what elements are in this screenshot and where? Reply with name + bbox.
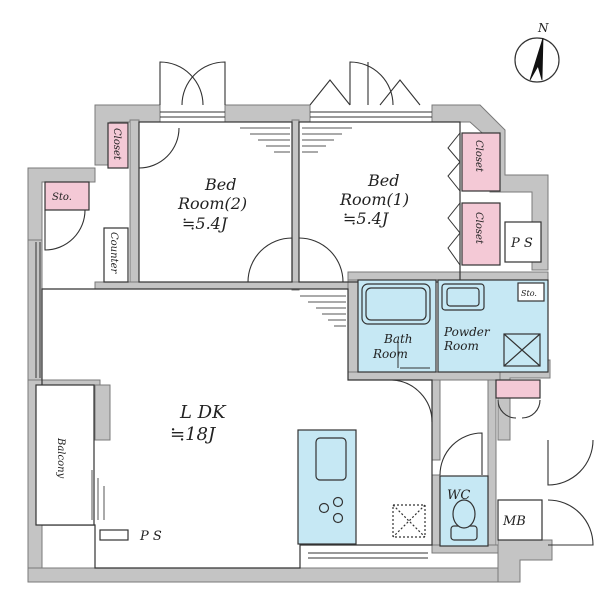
mb-label: MB xyxy=(502,514,526,529)
wall-wc-left xyxy=(431,474,441,551)
washbasin xyxy=(441,283,485,311)
counter xyxy=(103,227,129,283)
washbasin-inner xyxy=(446,287,480,307)
ps-right-box xyxy=(504,221,542,263)
closet-bed1-bottom-label: Closet xyxy=(473,212,484,245)
wall-bottom xyxy=(27,567,501,583)
fridge-space xyxy=(392,504,426,538)
bed-room-1-label-2: Room(1) xyxy=(339,190,409,209)
mb-box xyxy=(497,499,543,541)
door-wc xyxy=(439,432,483,476)
wall-wc-right xyxy=(487,379,497,551)
wall-pillar-lower xyxy=(94,384,111,441)
washer-drain xyxy=(503,333,541,367)
powder-room xyxy=(437,279,549,373)
stove-burner-1 xyxy=(318,502,330,514)
bed-room-2-label-1: Bed xyxy=(204,175,236,194)
wall-top-middle xyxy=(224,104,311,123)
ldk-label-1: L DK xyxy=(179,402,227,423)
room-outlines xyxy=(35,121,461,569)
doors xyxy=(44,61,594,546)
bathtub-inner xyxy=(365,287,427,321)
closet-bed1-door xyxy=(447,132,461,266)
bed-room-2-label-3: ≒5.4J xyxy=(182,214,229,233)
bath-door xyxy=(397,340,430,369)
powder-room-label-2: Room xyxy=(443,339,479,353)
wall-bath-top xyxy=(347,271,549,281)
stove-burner-3 xyxy=(332,512,344,524)
wall-kitchen-right xyxy=(431,379,441,461)
closet-bed2-label: Closet xyxy=(111,128,122,161)
closets xyxy=(44,122,541,399)
closet-bed1-top xyxy=(461,132,501,192)
door-closet-bed2 xyxy=(138,127,180,169)
compass-arrow-icon xyxy=(529,37,544,81)
bath-room-label-1: Bath xyxy=(383,332,413,346)
stove-burner-2 xyxy=(332,496,344,508)
door-bed1 xyxy=(298,237,344,283)
kitchen xyxy=(297,429,426,545)
windows xyxy=(35,111,432,559)
door-shoe-cabinet xyxy=(497,399,541,419)
hall-steps xyxy=(91,127,352,520)
closet-bed1-bottom xyxy=(461,202,501,266)
balcony-label: Balcony xyxy=(55,437,66,479)
counter-label: Counter xyxy=(108,232,119,274)
bed-room-2-label-2: Room(2) xyxy=(177,194,247,213)
bath-room xyxy=(357,279,437,373)
door-bed1-top-left xyxy=(309,79,351,106)
compass-letter: N xyxy=(537,21,549,35)
door-entrance-lower xyxy=(547,499,594,546)
door-bed2-top xyxy=(159,61,226,106)
powder-room-label-1: Powder xyxy=(443,325,491,339)
wall-bed2-left xyxy=(129,119,140,286)
bathtub xyxy=(361,283,431,325)
bed-room-1-label-3: ≒5.4J xyxy=(343,209,390,228)
sto-right-upper xyxy=(495,379,541,399)
bath-room-label-2: Room xyxy=(372,347,408,361)
door-bed1-top-mid xyxy=(349,61,394,106)
wall-core-bottom xyxy=(347,371,501,381)
closet-bed2 xyxy=(107,122,129,169)
door-sto-left xyxy=(44,209,86,251)
sto-left xyxy=(44,181,90,211)
wall-bed-bottom xyxy=(94,281,351,290)
bed-room-1-label-1: Bed xyxy=(367,171,399,190)
wall-right-bottom xyxy=(497,539,553,583)
toilet-bowl xyxy=(452,499,476,529)
fridge-space-x xyxy=(392,504,426,538)
sto-powder-label: Sto. xyxy=(521,289,537,298)
compass: N xyxy=(514,21,560,83)
ps-bottom-box xyxy=(99,529,129,541)
ps-right-label: P S xyxy=(510,236,533,251)
balcony-outline xyxy=(35,384,95,526)
kitchen-sink xyxy=(315,437,347,481)
wall-bath-left xyxy=(347,271,359,381)
door-bed2 xyxy=(247,237,293,283)
ldk-label-2: ≒18J xyxy=(170,424,217,445)
closet-bed1-top-label: Closet xyxy=(473,140,484,173)
wall-bed-divider xyxy=(291,119,300,291)
sto-powder-box xyxy=(517,282,545,302)
wc-room xyxy=(439,475,489,547)
wc-label: WC xyxy=(447,488,470,503)
ps-bottom-label: P S xyxy=(139,529,162,544)
sto-left-label: Sto. xyxy=(52,192,72,203)
door-ldk-right xyxy=(391,379,433,423)
bed-room-2-outline xyxy=(138,121,293,283)
door-bed1-top-right xyxy=(379,79,421,106)
door-entrance-upper xyxy=(547,439,594,486)
